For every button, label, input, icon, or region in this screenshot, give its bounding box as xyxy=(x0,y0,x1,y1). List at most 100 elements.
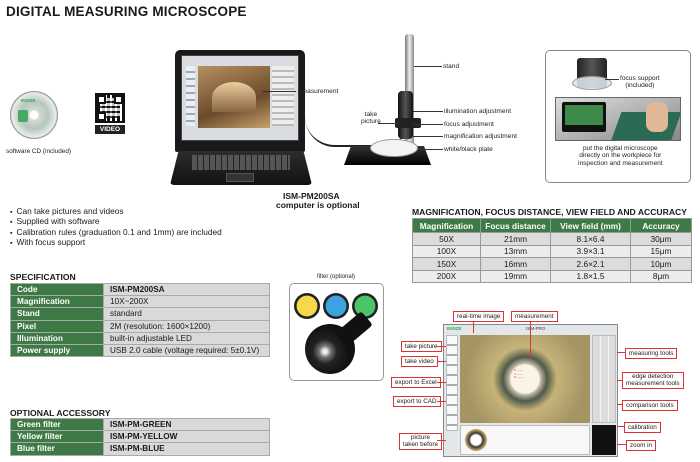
column-header: Focus distance xyxy=(480,218,551,233)
label-take-picture: take picture xyxy=(361,111,381,126)
column-header: View field (mm) xyxy=(550,218,631,233)
accessory-key: Yellow filter xyxy=(10,430,104,444)
software-logo: INSIZE xyxy=(447,326,462,331)
software-cd: INSIZE xyxy=(10,91,58,139)
filter-box xyxy=(289,283,384,381)
table-cell: 30μm xyxy=(630,232,692,246)
feature-item: With focus support xyxy=(10,237,222,248)
magnification-table: Magnification Focus distance View field … xyxy=(412,218,692,283)
table-cell: 150X xyxy=(412,257,481,271)
accessory-title: OPTIONAL ACCESSORY xyxy=(10,408,111,418)
label-measurement: measurement xyxy=(298,88,339,95)
label-magnification-adjustment: magnification adjustment xyxy=(444,133,517,140)
table-cell: 13mm xyxy=(480,244,551,258)
spec-key: Stand xyxy=(10,307,104,321)
column-header: Accuracy xyxy=(630,218,692,233)
label-stand: stand xyxy=(443,63,460,70)
table-cell: 8μm xyxy=(630,269,692,283)
spec-value: standard xyxy=(103,307,270,321)
table-cell: 19mm xyxy=(480,269,551,283)
table-cell: 8.1×6.4 xyxy=(550,232,631,246)
laptop xyxy=(175,50,305,152)
callout-export-excel: export to Excel xyxy=(391,377,441,389)
spec-value: ISM-PM200SA xyxy=(103,282,270,297)
yellow-filter xyxy=(294,293,320,319)
focus-support-ring xyxy=(572,76,612,90)
feature-list: Can take pictures and videos Supplied wi… xyxy=(10,206,222,248)
spec-key: Power supply xyxy=(10,343,104,358)
spec-value: 10X~200X xyxy=(103,295,270,309)
realtime-image: X ——Y ——D —— xyxy=(460,335,590,423)
table-cell: 15μm xyxy=(630,244,692,258)
spec-key: Code xyxy=(10,282,104,297)
table-cell: 10μm xyxy=(630,257,692,271)
magnification-table-title: MAGNIFICATION, FOCUS DISTANCE, VIEW FIEL… xyxy=(412,207,687,217)
software-window: INSIZE ISM-PRO X ——Y ——D —— xyxy=(443,324,618,457)
feature-item: Calibration rules (graduation 0.1 and 1m… xyxy=(10,227,221,238)
callout-take-picture: take picture xyxy=(401,341,442,353)
callout-take-video: take video xyxy=(401,356,438,368)
table-cell: 100X xyxy=(412,244,481,258)
cd-disc-text: INSIZE xyxy=(21,98,36,103)
callout-export-cad: export to CAD xyxy=(393,396,441,408)
software-window-title: ISM-PRO xyxy=(526,326,546,331)
spec-value: 2M (resolution: 1600×1200) xyxy=(103,319,270,333)
table-cell: 2.6×2.1 xyxy=(550,257,631,271)
computer-caption: computer is optional xyxy=(276,200,360,210)
filter-label: filter (optional) xyxy=(317,274,356,280)
page-title: DIGITAL MEASURING MICROSCOPE xyxy=(6,4,247,19)
feature-item: Supplied with software xyxy=(10,217,222,227)
workpiece-photo xyxy=(555,97,681,141)
spec-value: built-in adjustable LED xyxy=(103,331,270,345)
accessory-value: ISM-PM-BLUE xyxy=(103,442,270,456)
table-cell: 200X xyxy=(412,269,481,283)
callout-calibration: calibration xyxy=(624,422,661,434)
spec-key: Magnification xyxy=(10,295,104,309)
accessory-key: Blue filter xyxy=(10,442,104,456)
label-illumination-adjustment: illumination adjustment xyxy=(444,108,512,115)
left-toolbar xyxy=(446,335,458,431)
callout-realtime-image: real-time image xyxy=(453,311,505,323)
table-header-row: Magnification Focus distance View field … xyxy=(412,218,692,233)
qr-code[interactable] xyxy=(95,93,125,123)
spec-value: USB 2.0 cable (voltage required: 5±0.1V) xyxy=(103,343,270,358)
label-focus-adjustment: focus adjustment xyxy=(444,121,494,128)
table-cell: 50X xyxy=(412,232,481,246)
video-badge[interactable]: VIDEO xyxy=(95,125,125,134)
spec-key: Pixel xyxy=(10,319,104,333)
microscope-clamp xyxy=(395,118,421,128)
specification-title: SPECIFICATION xyxy=(10,272,76,282)
accessory-key: Green filter xyxy=(10,417,104,432)
microscope-body xyxy=(398,91,413,139)
blue-filter xyxy=(323,293,349,319)
measurement-readout: X ——Y ——D —— xyxy=(514,368,523,379)
spec-key: Illumination xyxy=(10,331,104,345)
laptop-screen xyxy=(181,55,299,141)
white-plate xyxy=(370,139,418,157)
workpiece-caption: put the digital microscope directly on t… xyxy=(578,145,663,167)
thumbnail-strip xyxy=(460,425,590,455)
laptop-keyboard xyxy=(170,151,312,185)
callout-measurement: measurement xyxy=(511,311,558,323)
accessory-value: ISM-PM-YELLOW xyxy=(103,430,270,444)
column-header: Magnification xyxy=(412,218,481,233)
table-cell: 3.9×3.1 xyxy=(550,244,631,258)
label-plate: white/black plate xyxy=(444,146,493,153)
table-cell: 21mm xyxy=(480,232,551,246)
callout-measuring-tools: measuring tools xyxy=(625,348,678,360)
callout-edge-detection: edge detection measurement tools xyxy=(622,372,684,390)
right-toolbar xyxy=(592,335,616,423)
